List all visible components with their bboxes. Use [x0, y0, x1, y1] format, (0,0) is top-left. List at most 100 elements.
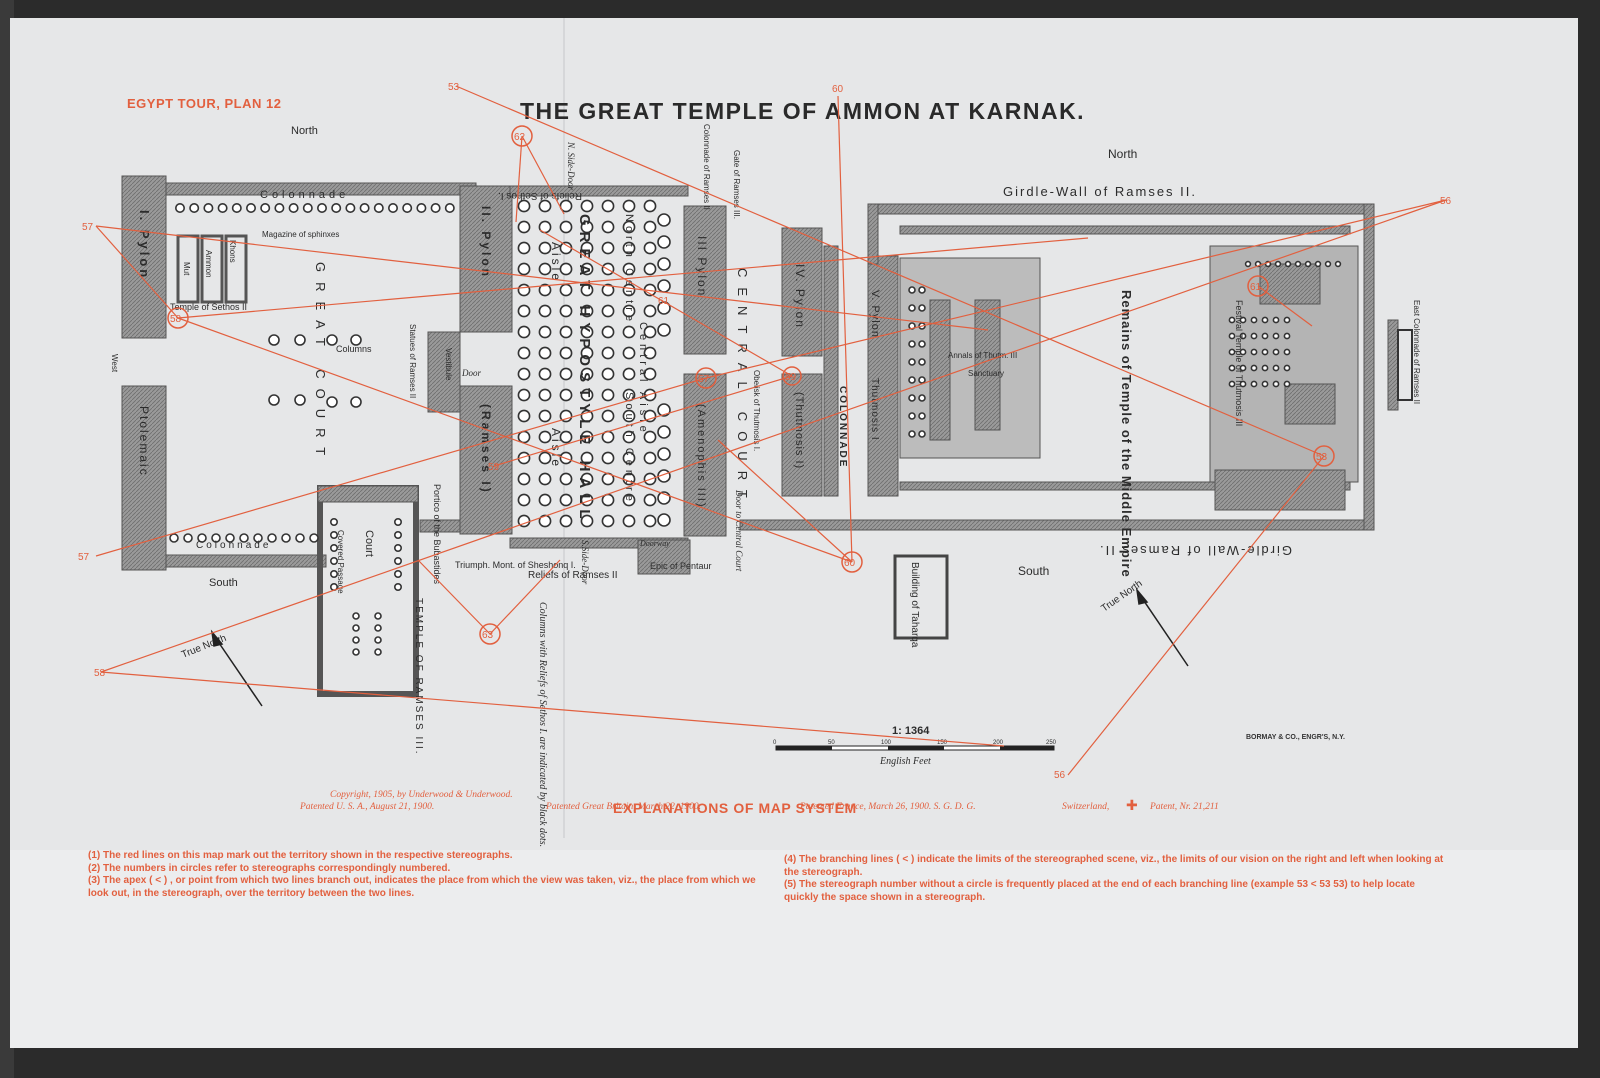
column-dot [601, 514, 615, 528]
column-dot [1228, 364, 1236, 372]
column-dot [203, 203, 214, 214]
copyright-line-1: Copyright, 1905, by Underwood & Underwoo… [330, 790, 513, 800]
column-dot [331, 203, 342, 214]
scale-tick-50: 50 [828, 740, 835, 746]
thutmosis-1b-label: Thutmosis I [869, 378, 880, 441]
column-dot [1250, 364, 1258, 372]
column-dot [1228, 332, 1236, 340]
column-dot [601, 346, 615, 360]
column-dot [260, 203, 271, 214]
column-dot [239, 533, 249, 543]
column-dot [1250, 332, 1258, 340]
temple-sethos-label: Temple of Sethos II [170, 302, 247, 312]
column-dot [517, 199, 531, 213]
column-dot [908, 286, 916, 294]
explanation-1: (1) The red lines on this map mark out t… [88, 850, 513, 861]
column-dot [622, 241, 636, 255]
column-dot [643, 262, 657, 276]
sanctuary-label: Sanctuary [968, 369, 1004, 378]
column-dot [211, 533, 221, 543]
gate-ramses-3-label: Gate of Ramses III. [732, 150, 741, 219]
column-dot [622, 430, 636, 444]
n-side-door-label: N. Side-Door [566, 141, 576, 190]
pylon-1-south [121, 385, 167, 571]
explanations-right: (4) The branching lines ( < ) indicate t… [784, 854, 1444, 904]
column-dot [538, 409, 552, 423]
column-dot [580, 472, 594, 486]
column-dot [601, 199, 615, 213]
column-dot [538, 493, 552, 507]
thutmosis-1-label: (Thutmosis I) [793, 392, 805, 469]
column-dot [374, 624, 382, 632]
column-dot [352, 624, 360, 632]
column-dot [643, 241, 657, 255]
column-dot [274, 203, 285, 214]
column-dot [1261, 332, 1269, 340]
column-dot [538, 388, 552, 402]
marker-57-end-top: 57 [82, 222, 94, 233]
colonnade-mid-label: COLONNADE [837, 386, 848, 468]
column-dot [908, 340, 916, 348]
marker-56-end-top: 56 [1440, 196, 1452, 207]
patent-great-britain: Patented Great Britain, March 22, 1900. [546, 802, 701, 812]
marker-60: 60 [844, 558, 856, 569]
column-dot [908, 394, 916, 402]
building-taharqa [893, 554, 949, 640]
column-dot [538, 283, 552, 297]
east-colonnade-label: East Colonnade of Ramses II [1412, 300, 1421, 404]
girdle-wall-top [867, 203, 1375, 215]
marker-59-end: 59 [488, 462, 500, 473]
column-dot [580, 514, 594, 528]
pylon-3-label: III Pylon [695, 236, 709, 297]
marker-58-end: 58 [94, 668, 106, 679]
column-dot [374, 636, 382, 644]
triumph-label: Triumph. Mont. of Sheshonq I. [455, 560, 576, 570]
column-dot [643, 430, 657, 444]
column-dot [393, 556, 402, 565]
column-dot [169, 533, 179, 543]
column-dot [517, 325, 531, 339]
marker-62-circle [511, 125, 533, 147]
column-dot [1283, 332, 1291, 340]
girdle-wall-top-label: Girdle-Wall of Ramses II. [1003, 184, 1197, 199]
map-title: THE GREAT TEMPLE OF AMMON AT KARNAK. [520, 98, 1086, 124]
column-dot [538, 472, 552, 486]
great-court-label: GREAT COURT [313, 262, 328, 465]
marker-62: 62 [514, 132, 526, 143]
column-dot [517, 430, 531, 444]
girdle-wall-bottom [739, 519, 1375, 531]
column-dot [559, 346, 573, 360]
column-dot [309, 533, 319, 543]
column-dot [1261, 348, 1269, 356]
column-dot [918, 340, 926, 348]
columns [169, 199, 1342, 656]
column-dot [657, 257, 671, 271]
column-dot [559, 367, 573, 381]
column-dot [559, 262, 573, 276]
column-dot [622, 367, 636, 381]
aisle-south-label: Aisle [549, 428, 563, 469]
pylon-1-north [121, 175, 167, 339]
statues-label: Statues of Ramses II [408, 324, 417, 398]
ammon-label: Ammon [204, 250, 213, 278]
pylon-4-label: IV. Pylon [793, 264, 807, 329]
door-label: Door [461, 368, 481, 378]
west-label: West [110, 354, 119, 373]
marker-53-circle [1313, 445, 1335, 467]
column-dot [393, 530, 402, 539]
pylon-2-south [459, 385, 513, 535]
epic-label: Epic of Pentaur [650, 561, 712, 571]
column-dot [601, 388, 615, 402]
plan-label: EGYPT TOUR, PLAN 12 [127, 96, 282, 111]
column-dot [517, 493, 531, 507]
column-dot [517, 472, 531, 486]
marker-59: 59 [785, 372, 797, 383]
central-court-label: CENTRAL COURT [735, 268, 750, 508]
column-dot [601, 451, 615, 465]
marker-57-circle [695, 367, 717, 389]
pylon-5 [867, 255, 899, 497]
column-dot [281, 533, 291, 543]
column-dot [918, 376, 926, 384]
marker-53-end: 53 [448, 82, 460, 93]
door-central-label: Door to Central Court [734, 489, 744, 572]
